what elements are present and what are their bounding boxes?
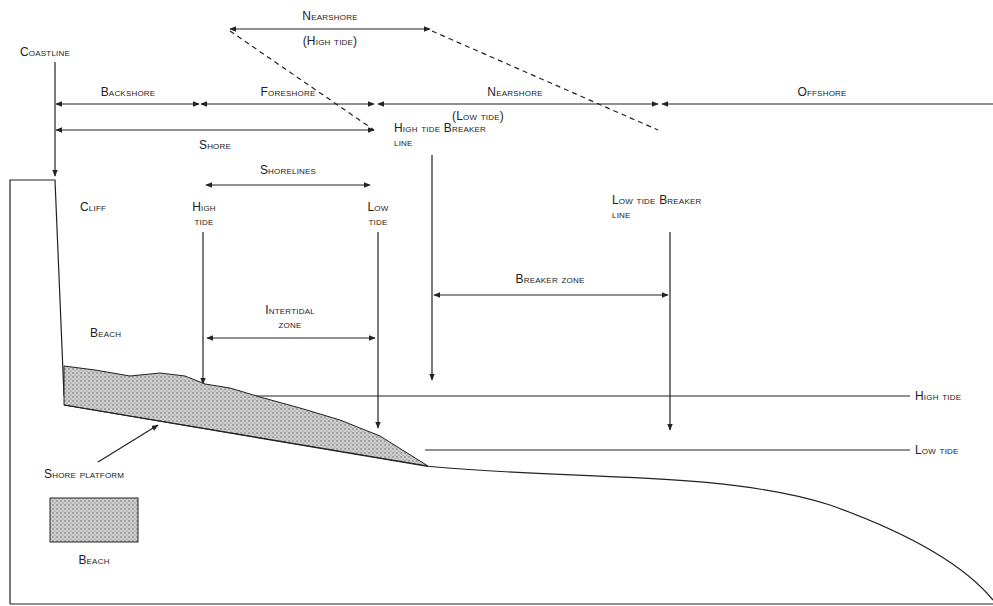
zone-label: Shore	[199, 138, 231, 152]
zone-label: Foreshore	[261, 85, 316, 99]
shoreline-label: Shorelines	[260, 163, 316, 177]
water-level-label: Low tide	[915, 443, 959, 457]
zone-label: (High tide)	[303, 34, 358, 48]
legend-text: Beach	[78, 553, 109, 567]
shoreline-label: Low tide	[361, 200, 395, 228]
shoreline-label: High tide	[187, 200, 221, 228]
platform-label: Shore platform	[44, 467, 124, 481]
cliff-label: Cliff	[80, 200, 106, 214]
zone-label: Breaker zone	[516, 272, 585, 286]
zone-label: Offshore	[797, 85, 846, 99]
beach-legend-swatch	[50, 498, 138, 542]
zone-label: Nearshore	[487, 85, 542, 99]
water-level-label: High tide	[915, 389, 961, 403]
zone-label: Intertidal zone	[253, 303, 328, 331]
zone-label: Nearshore	[302, 9, 357, 23]
breaker-line-label: High tide Breaker line	[394, 121, 489, 149]
zone-label: Backshore	[101, 85, 156, 99]
coastline-label: Coastline	[20, 45, 70, 59]
breaker-line-label: Low tide Breaker line	[612, 193, 707, 221]
beach-label: Beach	[90, 326, 121, 340]
zone-label: (Low tide)	[452, 109, 504, 123]
